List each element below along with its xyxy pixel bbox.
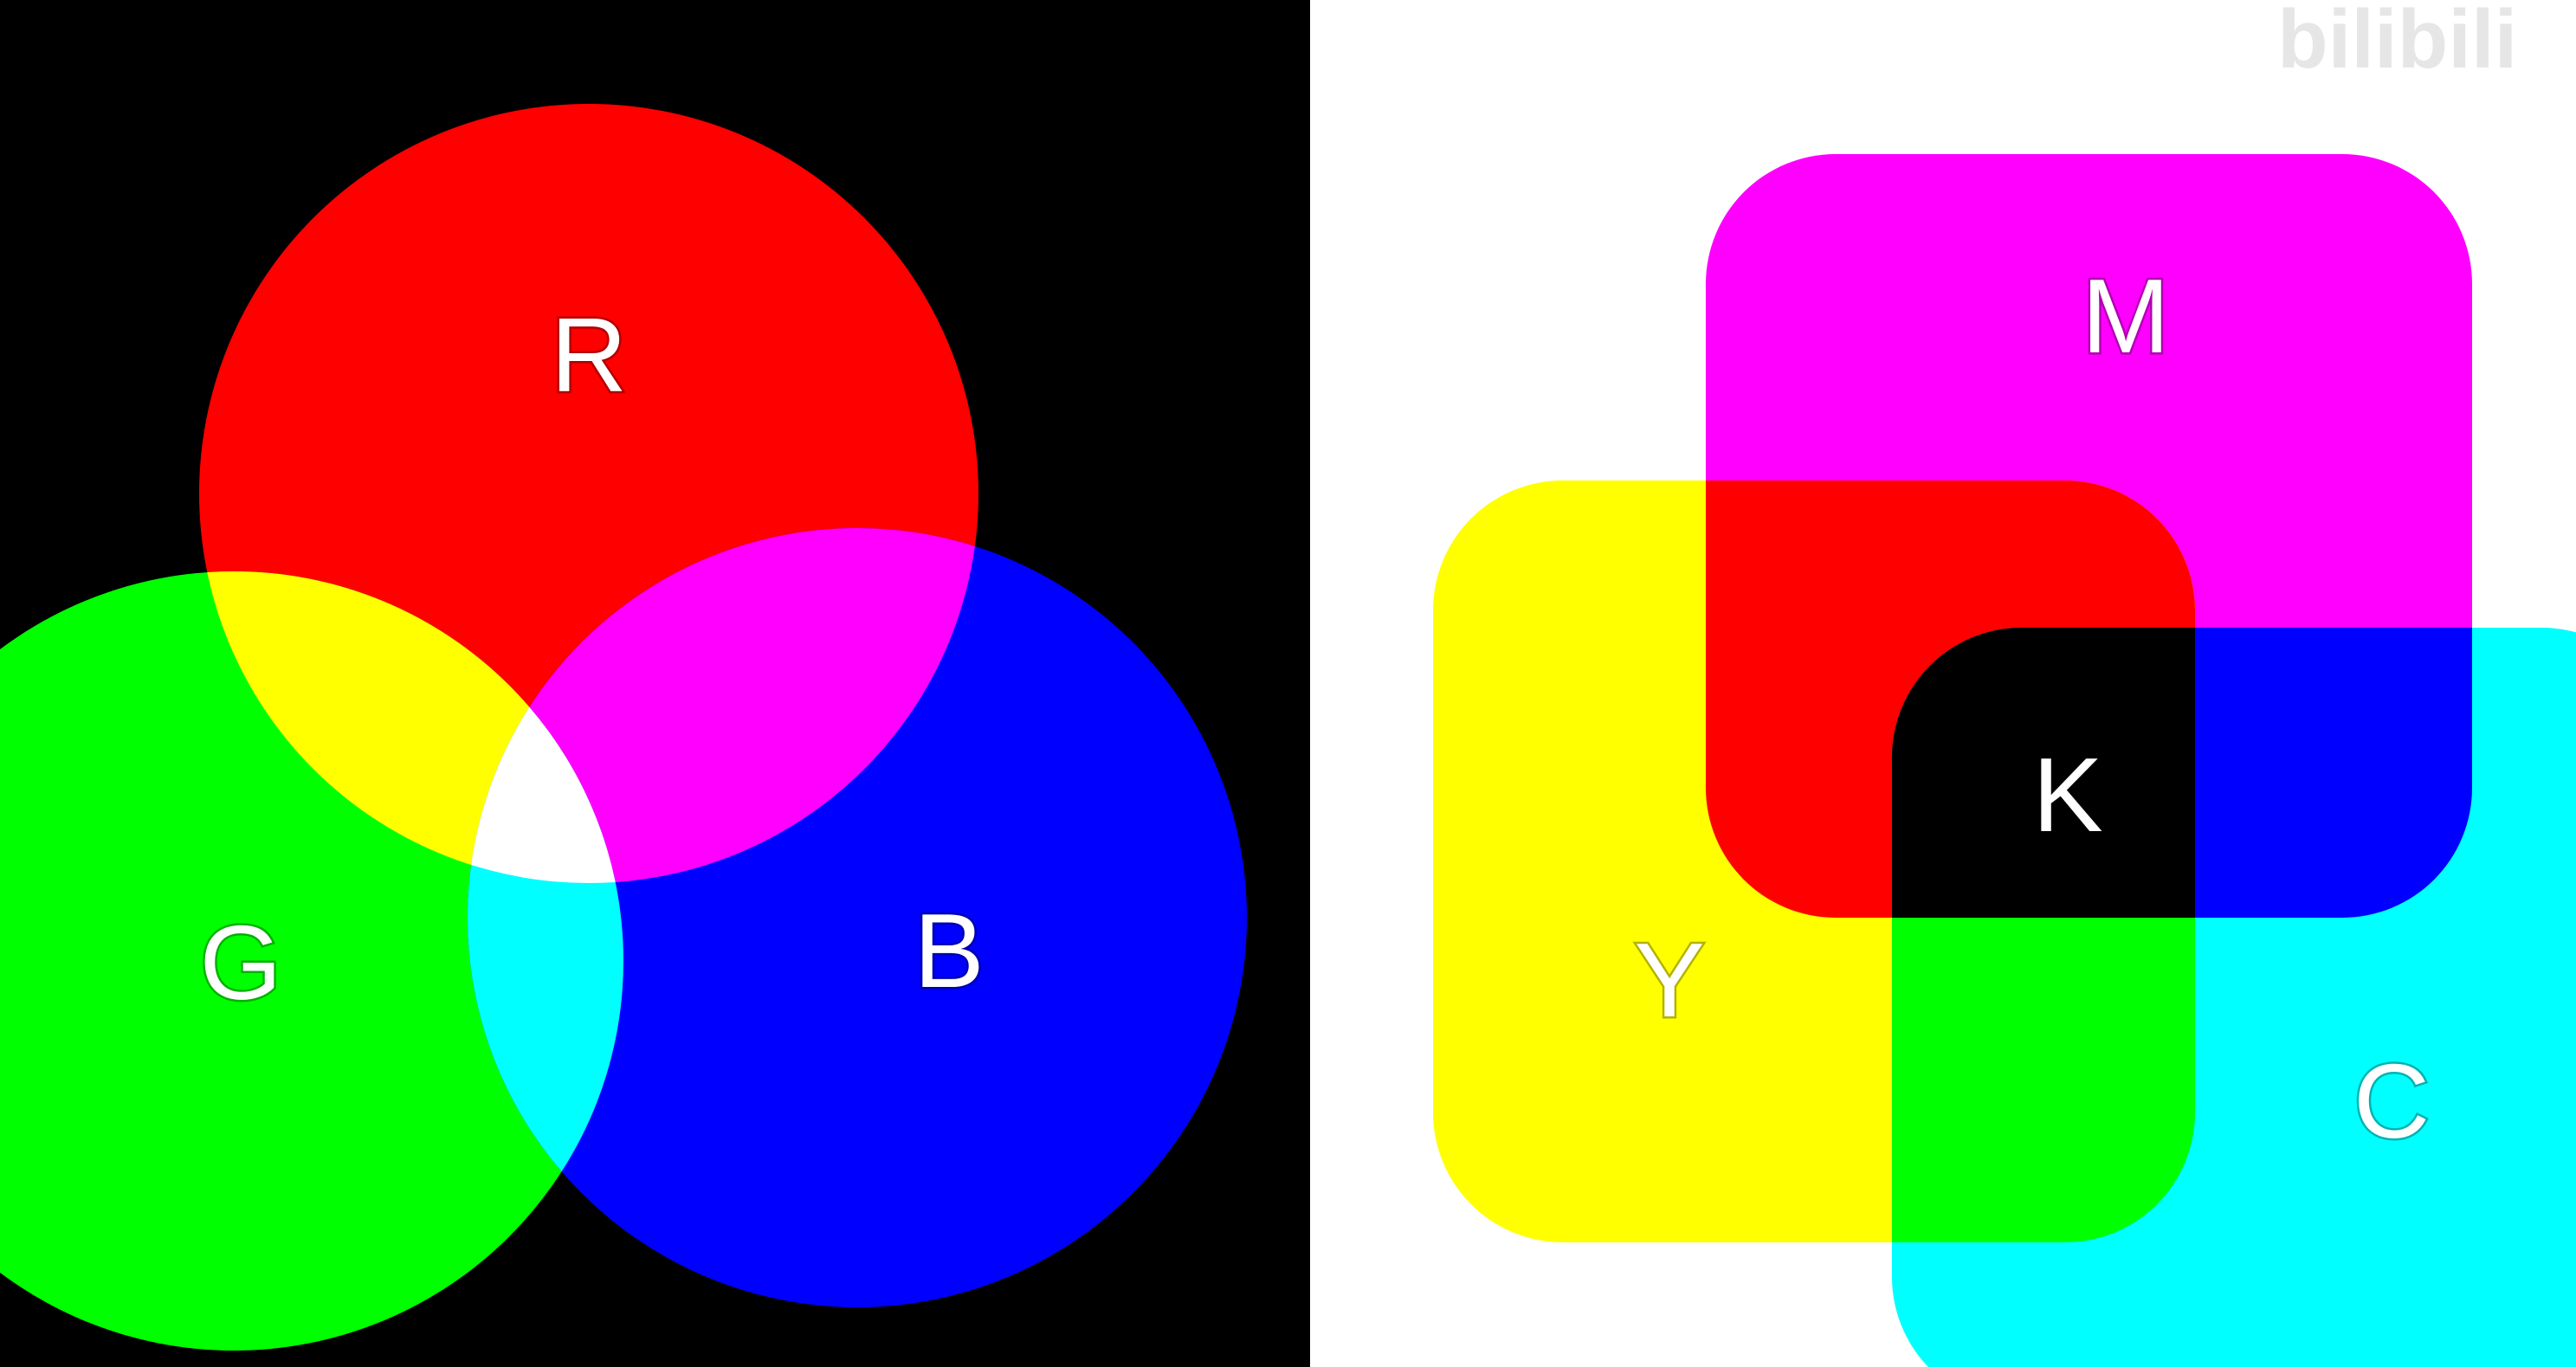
label-m: M <box>2082 257 2170 375</box>
label-g: G <box>200 904 282 1022</box>
key-black-overlap <box>1892 628 2195 918</box>
label-y: Y <box>1634 921 1704 1039</box>
label-c: C <box>2353 1042 2430 1160</box>
bilibili-logo: bilibili <box>2277 0 2517 86</box>
cmyk-panel: M Y C K <box>1310 0 2576 1367</box>
red-blue-overlap <box>468 528 978 883</box>
label-b: B <box>914 892 984 1009</box>
bilibili-watermark: bilibili <box>2277 0 2517 86</box>
rgb-panel: R G B <box>0 0 1310 1367</box>
label-r: R <box>551 296 627 414</box>
label-k: K <box>2032 736 2102 854</box>
red-green-overlap <box>199 571 623 883</box>
